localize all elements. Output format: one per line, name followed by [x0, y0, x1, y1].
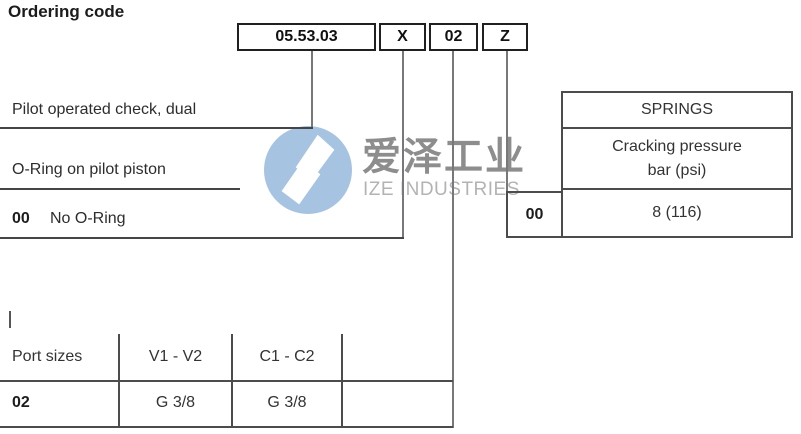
port-table-header-portsizes: Port sizes — [12, 348, 83, 365]
springs-table-header: SPRINGS — [563, 93, 791, 129]
port-table-v1v2-value: G 3/8 — [155, 394, 196, 411]
connector-line-portsize — [452, 51, 454, 428]
code-segment-spring: Z — [482, 23, 528, 51]
port-table-bottom-border — [0, 426, 453, 428]
port-table-left-tick — [9, 311, 11, 328]
port-table-header-v1v2: V1 - V2 — [148, 348, 203, 365]
oring-rule — [0, 188, 240, 190]
port-table-code-cell: 02 — [12, 394, 30, 411]
springs-value-cell: 8 (116) — [652, 204, 702, 221]
page-title: Ordering code — [8, 2, 125, 21]
code-segment-model: 05.53.03 — [237, 23, 376, 51]
watermark-english-name: IZE INDUSTRIES — [363, 179, 520, 200]
pilot-check-label: Pilot operated check, dual — [12, 101, 197, 118]
watermark-chinese-name: 爱泽工业 — [362, 136, 527, 179]
springs-code-cell: 00 — [506, 191, 563, 238]
oring-option-label: No O-Ring — [50, 210, 126, 227]
oring-label: O-Ring on pilot piston — [12, 161, 166, 178]
code-segment-oring: X — [379, 23, 426, 51]
port-table-header-c1c2: C1 - C2 — [259, 348, 315, 365]
oring-option-rule — [0, 237, 404, 239]
ize-logo-icon — [264, 126, 352, 214]
connector-line-model — [311, 51, 313, 129]
springs-subheader-line1: Cracking pressure — [612, 137, 742, 155]
pilot-check-rule — [0, 127, 313, 129]
connector-line-oring — [402, 51, 404, 239]
oring-option-code: 00 — [12, 210, 30, 227]
springs-table-subheader: Cracking pressure bar (psi) — [563, 129, 791, 190]
springs-table: SPRINGS Cracking pressure bar (psi) 8 (1… — [561, 91, 793, 238]
springs-subheader-line2: bar (psi) — [647, 161, 707, 179]
port-table-row-divider — [0, 380, 453, 382]
port-table-c1c2-value: G 3/8 — [267, 394, 307, 411]
code-segment-portsize: 02 — [429, 23, 478, 51]
connector-line-spring — [506, 51, 508, 192]
